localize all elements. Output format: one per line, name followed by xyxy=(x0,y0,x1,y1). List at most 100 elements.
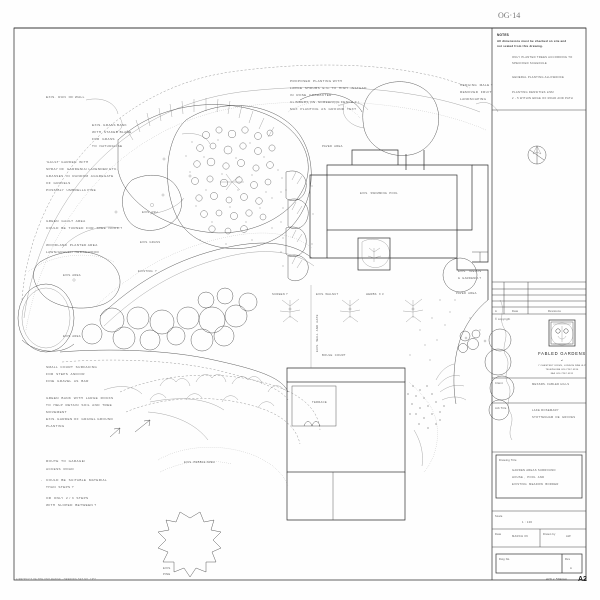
notes-body-3: GENERAL PLANTING ALLOWANCE xyxy=(512,75,564,79)
label-green-bank-5: PLANTING xyxy=(46,424,65,428)
label-gault-garden-2: SPRAY OF GARDENIA/ LAVENDER ETC. xyxy=(46,167,118,171)
dwg-no-border xyxy=(495,553,583,574)
label-route-garage-6: WITH SLOPED BETWEEN ? xyxy=(46,503,97,507)
exis-ash-blob xyxy=(122,174,182,231)
edge-vegetation xyxy=(484,299,515,441)
terrace xyxy=(291,385,337,427)
north-point xyxy=(527,145,547,165)
garden-paths xyxy=(59,232,315,401)
label-green-bank-2: TO HELP RETAIN SOIL AND TREE xyxy=(46,403,112,407)
label-exis-area-2: EXIS. AREA xyxy=(63,334,81,338)
label-route-garage-4: THAN STEPS ? xyxy=(46,485,74,489)
sheet-size: 420 x 594mm xyxy=(546,577,568,581)
label-exis-trellis-1: EXIS. TRELLIS xyxy=(458,269,481,273)
rev-label: Rev xyxy=(565,557,571,561)
logo-address-2: TELEPHONE 020 7267 4310 xyxy=(546,369,579,371)
drawing-title-1: GARDEN AREAS SURROUND xyxy=(512,468,556,472)
label-green-bank-3: MOVEMENT xyxy=(46,410,67,414)
label-paved-area-east: PAVED AREA xyxy=(456,291,477,295)
copyright-note: © copyright xyxy=(495,317,510,321)
house-block xyxy=(286,381,406,473)
label-exis-walnut: EXIS. WALNUT xyxy=(316,292,339,296)
label-gault-garden-1: 'GAULT' GARDEN WITH xyxy=(46,160,89,164)
label-exis-grass: EXIS. GRASS xyxy=(140,240,160,244)
label-small-court-2: FOR STEPS AND/OR xyxy=(46,372,85,376)
footer-credit: A PRODUCT OF THE UNO RANGE · DRAWING SET… xyxy=(16,578,97,581)
built-form xyxy=(286,149,489,521)
woodland-planting-left xyxy=(27,226,121,309)
notes-line-2: not scaled from this drawing. xyxy=(497,44,543,48)
logo-address-1: 7 CHESTNUT DRIVE, LONDON NW6 4LP xyxy=(538,365,586,367)
label-boule-court: BOULE COURT xyxy=(322,353,346,357)
label-small-court-3: FINE GRAVEL AS BAR xyxy=(46,379,89,383)
notes-body-4: PLANTING DENSITIES 2/M2 xyxy=(512,90,554,94)
label-exis-area: EXIS. AREA xyxy=(63,273,81,277)
logo-emblem xyxy=(550,321,574,346)
label-proposed-planting-4: CLIMBERS ON SCREENING FENCE ? / xyxy=(290,100,359,104)
header-mark: OG·14 xyxy=(498,11,520,20)
label-terrace: TERRACE xyxy=(312,400,327,404)
scale-label: Scale xyxy=(495,514,503,518)
sheet-format: A2 xyxy=(578,576,587,583)
label-grass-bank-4: TO NATURALISE xyxy=(92,144,122,148)
notes-panel: NOTES All dimensions must be checked on … xyxy=(492,33,586,111)
exis-pine-star xyxy=(157,511,222,578)
label-grass-bank-3: FOR GRASS - xyxy=(92,137,119,141)
label-existing-query: EXISTING ? xyxy=(138,269,157,273)
logo-emblem-border xyxy=(548,319,576,347)
label-hedging-2: REMOVED FRUIT xyxy=(460,90,492,94)
client-value: MESSRS. FABLED HILLS xyxy=(532,382,569,386)
label-green-gault-2: COULD BE TURNED FOR TREE NOOK ? xyxy=(46,226,122,230)
drawing-title-3: EXISTING MEADOW BORDER xyxy=(512,482,559,486)
label-green-bank-4: EXIS. GARDEN OF GRAVEL GROUND xyxy=(46,417,113,421)
job-value-2: STOTTENHAM DE GROVES xyxy=(532,415,575,419)
label-proposed-planting-5: MAX PLANTING AS GROUND TEXT xyxy=(290,107,356,111)
boulder-strip xyxy=(280,170,314,281)
rev-value: A xyxy=(570,566,572,570)
notes-line-1: All dimensions must be checked on site a… xyxy=(497,39,566,43)
scale-block: Scale 1 : 100 xyxy=(492,510,586,530)
feature-planter xyxy=(357,237,391,271)
notes-body-2: SPECIFIED SCHEDULE xyxy=(512,61,547,65)
label-hedging-3: LANDSCAPING xyxy=(460,97,487,101)
date-label: Date xyxy=(495,532,502,536)
date-drawn-block: Date MARCH 06 Drawn by AW xyxy=(492,529,586,548)
label-exis-trellis-2: & GARDENIA ? xyxy=(458,276,482,280)
logo-of: of xyxy=(561,360,563,362)
label-green-bank-1: GREEN BANK WITH LARGE ROCKS xyxy=(46,396,113,400)
revision-col-rev: A xyxy=(495,309,497,313)
notes-body-5: 2 - 5 WITHIN EDGE OF ROAD AND PATH xyxy=(512,96,573,100)
notes-body-1: ONLY PLANTED TREES ACCORDING TO xyxy=(512,55,573,59)
boule-court-trees xyxy=(279,285,424,368)
label-exis-wall-gate: EXIS. WALL AND GATE xyxy=(315,314,319,352)
label-route-garage-2: ACCESS ROAD xyxy=(46,467,74,471)
shrub-sweep-lower xyxy=(109,374,321,487)
exis-trellis-circle xyxy=(442,257,478,293)
revision-col-date: Date xyxy=(512,309,519,313)
label-paved-area-north: PAVED AREA xyxy=(322,144,343,148)
label-exis-ash: EXIS. ASH xyxy=(142,210,158,214)
site-boundary xyxy=(21,64,487,331)
bullet-dash: - xyxy=(41,479,42,482)
label-exis-pebble-area: EXIS. PEBBLE AREA xyxy=(184,460,215,464)
label-screen: SCREEN ? xyxy=(272,292,288,296)
logo-address-3: FAX 020 7267 4311 xyxy=(551,372,574,375)
label-gault-garden-3: GRASSES IN RANDOM AGGREGATE xyxy=(46,174,114,178)
label-herbs: HERBS x 3 xyxy=(366,292,384,296)
annotation-leaders xyxy=(85,98,499,441)
drawn-label: Drawn by xyxy=(543,532,556,536)
boulder-cluster-lower-left xyxy=(81,287,258,352)
notes-heading: NOTES xyxy=(497,33,509,37)
client-label: Client xyxy=(495,381,503,385)
company-logo-block: FABLED GARDENS of 7 CHESTNUT DRIVE, LOND… xyxy=(492,319,586,379)
drawing-title-label: Drawing Title xyxy=(499,458,517,462)
label-route-garage-3: COULD BE SUITABLE MATERIAL xyxy=(46,478,107,482)
label-swimming-pool: EXIS. SWIMMING POOL xyxy=(360,191,398,195)
label-proposed-planting-2: LARGE SHRUBS E.G. TO HIGH INSTEAD xyxy=(290,86,367,90)
client-job-block: Client MESSRS. FABLED HILLS Job Title LA… xyxy=(492,381,586,453)
job-label: Job Title xyxy=(495,406,507,410)
